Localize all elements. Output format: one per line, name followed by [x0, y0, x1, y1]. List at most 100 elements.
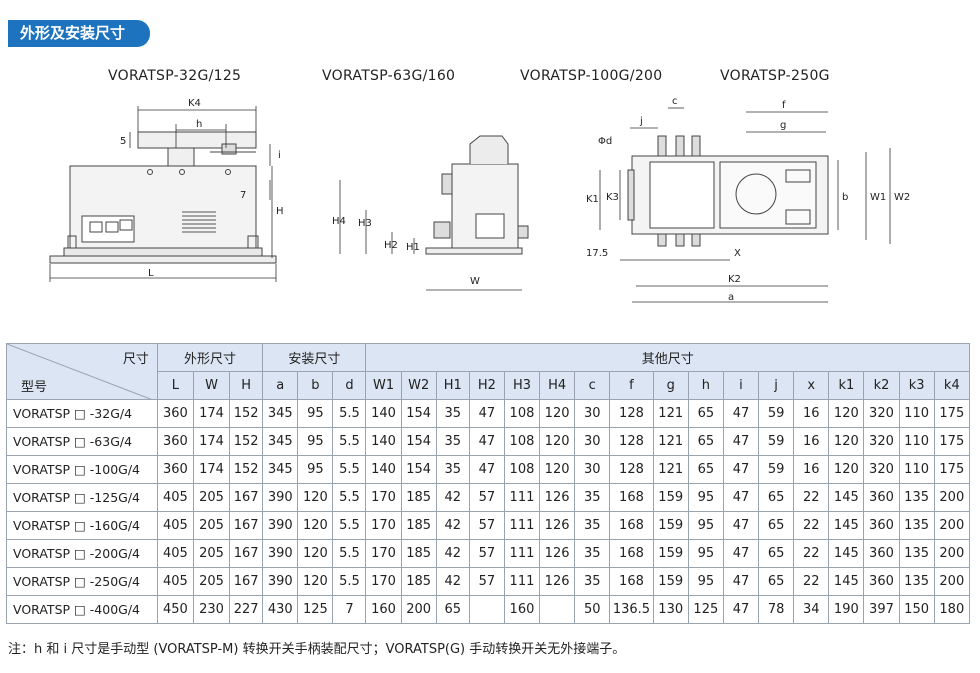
column-header-w2: W2: [400, 371, 437, 400]
model-title-63g: VORATSP-63G/160: [322, 68, 456, 84]
table-corner-header: 尺寸 型号: [6, 343, 158, 400]
dim-h3: H3: [358, 218, 372, 229]
value-cell: 65: [758, 539, 795, 568]
value-cell: 200: [933, 483, 971, 512]
value-cell: 5.5: [332, 567, 367, 596]
value-cell: 140: [365, 399, 402, 428]
dim-l: L: [148, 268, 154, 279]
value-cell: 205: [192, 483, 231, 512]
model-title-250g: VORATSP-250G: [720, 68, 830, 84]
column-header-g: g: [652, 371, 689, 400]
dim-k4: K4: [188, 98, 201, 109]
value-cell: 47: [722, 567, 760, 596]
value-cell: 30: [574, 455, 611, 484]
value-cell: 57: [468, 539, 505, 568]
value-cell: 42: [435, 511, 470, 540]
value-cell: 120: [828, 399, 865, 428]
value-cell: 135: [898, 483, 935, 512]
corner-label-size: 尺寸: [122, 352, 149, 367]
column-header-j: j: [758, 371, 795, 400]
value-cell: 185: [400, 567, 437, 596]
value-cell: 22: [793, 483, 830, 512]
value-cell: 145: [828, 539, 865, 568]
value-cell: 167: [229, 483, 264, 512]
top-view-drawing: c f j g Φd K1 K3 b W1 W2 17.5 X K2 a: [586, 96, 910, 303]
value-cell: 95: [687, 511, 724, 540]
column-header-k3: k3: [898, 371, 935, 400]
value-cell: 190: [828, 595, 865, 624]
value-cell: 59: [758, 455, 795, 484]
value-cell: 230: [192, 595, 231, 624]
value-cell: 5.5: [332, 483, 367, 512]
value-cell: 35: [435, 455, 470, 484]
value-cell: 175: [933, 455, 971, 484]
value-cell: 47: [468, 427, 505, 456]
model-cell: VORATSP □ -63G/4: [6, 427, 158, 456]
model-cell: VORATSP □ -100G/4: [6, 455, 158, 484]
value-cell: 120: [539, 427, 576, 456]
value-cell: 95: [687, 539, 724, 568]
value-cell: 22: [793, 511, 830, 540]
value-cell: 159: [652, 567, 689, 596]
value-cell: 95: [687, 567, 724, 596]
column-header-x: x: [793, 371, 830, 400]
value-cell: 65: [758, 567, 795, 596]
value-cell: 120: [297, 483, 334, 512]
value-cell: 135: [898, 511, 935, 540]
value-cell: 111: [503, 567, 541, 596]
dim-h: h: [196, 119, 202, 130]
value-cell: 405: [156, 539, 194, 568]
value-cell: [539, 595, 576, 624]
value-cell: 108: [503, 455, 541, 484]
value-cell: 360: [863, 511, 900, 540]
dim-c: c: [672, 96, 678, 107]
value-cell: 120: [828, 427, 865, 456]
column-header-d: d: [332, 371, 367, 400]
value-cell: 35: [574, 511, 611, 540]
footnote: 注：h 和 i 尺寸是手动型 (VORATSP-M) 转换开关手柄装配尺寸；VO…: [8, 642, 626, 657]
value-cell: 42: [435, 483, 470, 512]
value-cell: 135: [898, 539, 935, 568]
value-cell: 65: [687, 399, 724, 428]
dim-5: 5: [120, 136, 126, 147]
value-cell: 125: [687, 595, 724, 624]
value-cell: 47: [722, 399, 760, 428]
value-cell: 126: [539, 483, 576, 512]
value-cell: 154: [400, 455, 437, 484]
dim-h-height: H: [276, 206, 284, 217]
model-cell: VORATSP □ -200G/4: [6, 539, 158, 568]
dim-f: f: [782, 100, 786, 111]
value-cell: 108: [503, 427, 541, 456]
dim-i: i: [278, 150, 281, 161]
value-cell: 152: [229, 455, 264, 484]
value-cell: 108: [503, 399, 541, 428]
value-cell: 140: [365, 427, 402, 456]
value-cell: 5.5: [332, 427, 367, 456]
model-cell: VORATSP □ -250G/4: [6, 567, 158, 596]
front-view-drawing: K4 h 5 i 7 H L: [49, 98, 284, 282]
value-cell: 111: [503, 483, 541, 512]
value-cell: 35: [435, 399, 470, 428]
value-cell: 120: [539, 455, 576, 484]
value-cell: 430: [262, 595, 299, 624]
value-cell: 160: [503, 595, 541, 624]
value-cell: 154: [400, 399, 437, 428]
value-cell: 22: [793, 539, 830, 568]
value-cell: 5.5: [332, 399, 367, 428]
value-cell: 47: [722, 427, 760, 456]
column-header-k4: k4: [933, 371, 971, 400]
column-header-c: c: [574, 371, 611, 400]
value-cell: 345: [262, 399, 299, 428]
value-cell: 110: [898, 399, 935, 428]
value-cell: 57: [468, 511, 505, 540]
value-cell: 175: [933, 399, 971, 428]
column-header-h3: H3: [503, 371, 541, 400]
value-cell: 390: [262, 539, 299, 568]
value-cell: 120: [297, 567, 334, 596]
value-cell: 42: [435, 539, 470, 568]
column-header-b: b: [297, 371, 334, 400]
value-cell: 121: [652, 455, 689, 484]
value-cell: 128: [609, 399, 654, 428]
value-cell: 360: [863, 539, 900, 568]
group-header-mounting: 安装尺寸: [262, 343, 367, 372]
